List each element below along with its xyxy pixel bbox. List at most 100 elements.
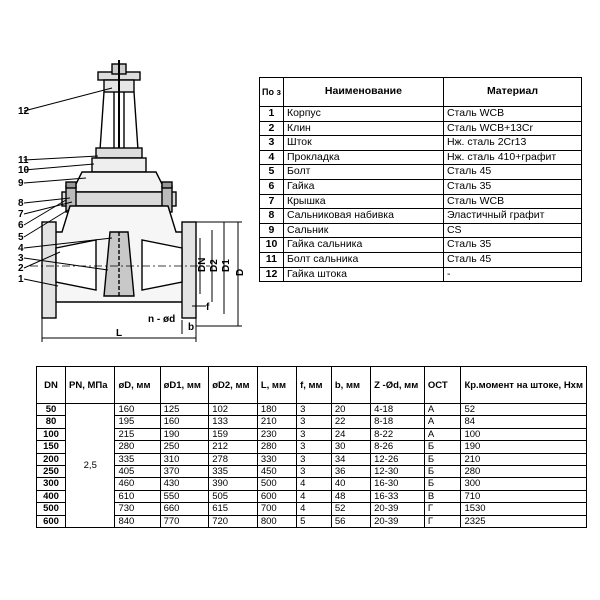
spec-f: 3 <box>296 465 332 479</box>
part-num: 4 <box>259 149 284 166</box>
spec-dn: 300 <box>35 477 67 491</box>
spec-header-6: f, мм <box>296 366 332 404</box>
spec-d: 195 <box>114 415 161 429</box>
spec-l: 800 <box>256 514 298 529</box>
part-name: Болт сальника <box>282 251 444 268</box>
parts-header-num: По з <box>259 77 284 107</box>
spec-dn: 100 <box>35 427 67 442</box>
spec-header-2: øD, мм <box>114 366 161 404</box>
dimension-lines <box>41 221 242 342</box>
spec-ost: А <box>423 415 462 429</box>
spec-d: 335 <box>114 452 161 467</box>
valve-drawing: 12 11 10 9 8 7 6 5 4 3 2 1 DN D2 D1 D f … <box>0 0 260 350</box>
part-name: Сальниковая набивка <box>282 208 444 224</box>
spec-d2: 720 <box>208 514 258 529</box>
spec-d2: 278 <box>208 452 258 467</box>
part-material: Сталь WCB+13Cr <box>442 120 583 137</box>
spec-b: 30 <box>330 440 372 454</box>
spec-d1: 125 <box>159 402 210 417</box>
wedge <box>103 231 135 297</box>
part-num: 12 <box>259 266 284 283</box>
spec-ost: А <box>423 427 462 442</box>
spec-dn: 150 <box>35 440 67 454</box>
parts-header-material: Материал <box>442 77 583 107</box>
dim-d1-label: D1 <box>221 259 232 272</box>
dim-f-label: f <box>206 302 210 313</box>
part-num: 10 <box>259 237 284 253</box>
spec-d2: 159 <box>208 427 258 442</box>
part-name: Гайка сальника <box>282 237 444 253</box>
spec-ost: Г <box>423 502 462 516</box>
spec-d2: 133 <box>208 415 258 429</box>
spec-d2: 102 <box>208 402 258 417</box>
callout-leaders <box>23 87 113 287</box>
spec-d1: 190 <box>159 427 210 442</box>
spec-l: 210 <box>256 415 298 429</box>
spec-z: 8-18 <box>370 415 425 429</box>
dim-dn-label: DN <box>197 258 208 272</box>
spec-l: 700 <box>256 502 298 516</box>
callout-12: 12 <box>18 106 30 117</box>
part-material: Сталь 45 <box>442 164 583 180</box>
parts-table-header: По з Наименование Материал <box>259 77 583 107</box>
spec-header-0: DN <box>35 366 67 404</box>
spec-ost: В <box>423 489 462 504</box>
part-name: Шток <box>282 135 444 151</box>
spec-dn: 80 <box>35 415 67 429</box>
dim-b-label: b <box>188 322 194 333</box>
spec-header-7: b, мм <box>330 366 372 404</box>
part-material: Нж. сталь 2Cr13 <box>442 135 583 151</box>
callout-3: 3 <box>18 253 24 264</box>
part-material: Сталь WCB <box>442 106 583 122</box>
spec-header-10: Кр.момент на штоке, Нхм <box>460 366 587 404</box>
callout-5: 5 <box>18 232 24 243</box>
part-num: 3 <box>259 135 284 151</box>
part-name: Прокладка <box>282 149 444 166</box>
spec-l: 180 <box>256 402 298 417</box>
part-material: Сталь 35 <box>442 237 583 253</box>
callout-4: 4 <box>18 243 24 254</box>
callout-9: 9 <box>18 178 24 189</box>
spec-l: 500 <box>256 477 298 491</box>
spec-z: 16-30 <box>370 477 425 491</box>
callout-7: 7 <box>18 209 24 220</box>
spec-l: 330 <box>256 452 298 467</box>
spec-torque: 300 <box>460 477 587 491</box>
spec-d: 840 <box>114 514 161 529</box>
part-name: Гайка штока <box>282 266 444 283</box>
spec-f: 5 <box>296 514 332 529</box>
spec-torque: 710 <box>460 489 587 504</box>
spec-b: 40 <box>330 477 372 491</box>
spec-ost: Б <box>423 440 462 454</box>
spec-b: 52 <box>330 502 372 516</box>
part-name: Корпус <box>282 106 444 122</box>
yoke <box>91 91 147 173</box>
spec-d: 215 <box>114 427 161 442</box>
spec-torque: 190 <box>460 440 587 454</box>
spec-ost: Г <box>423 514 462 529</box>
spec-header-4: øD2, мм <box>208 366 258 404</box>
spec-b: 22 <box>330 415 372 429</box>
spec-b: 36 <box>330 465 372 479</box>
spec-f: 4 <box>296 477 332 491</box>
part-num: 1 <box>259 106 284 122</box>
spec-d1: 310 <box>159 452 210 467</box>
part-material: Нж. сталь 410+графит <box>442 149 583 166</box>
callout-8: 8 <box>18 198 24 209</box>
spec-f: 3 <box>296 427 332 442</box>
spec-d: 160 <box>114 402 161 417</box>
spec-l: 230 <box>256 427 298 442</box>
